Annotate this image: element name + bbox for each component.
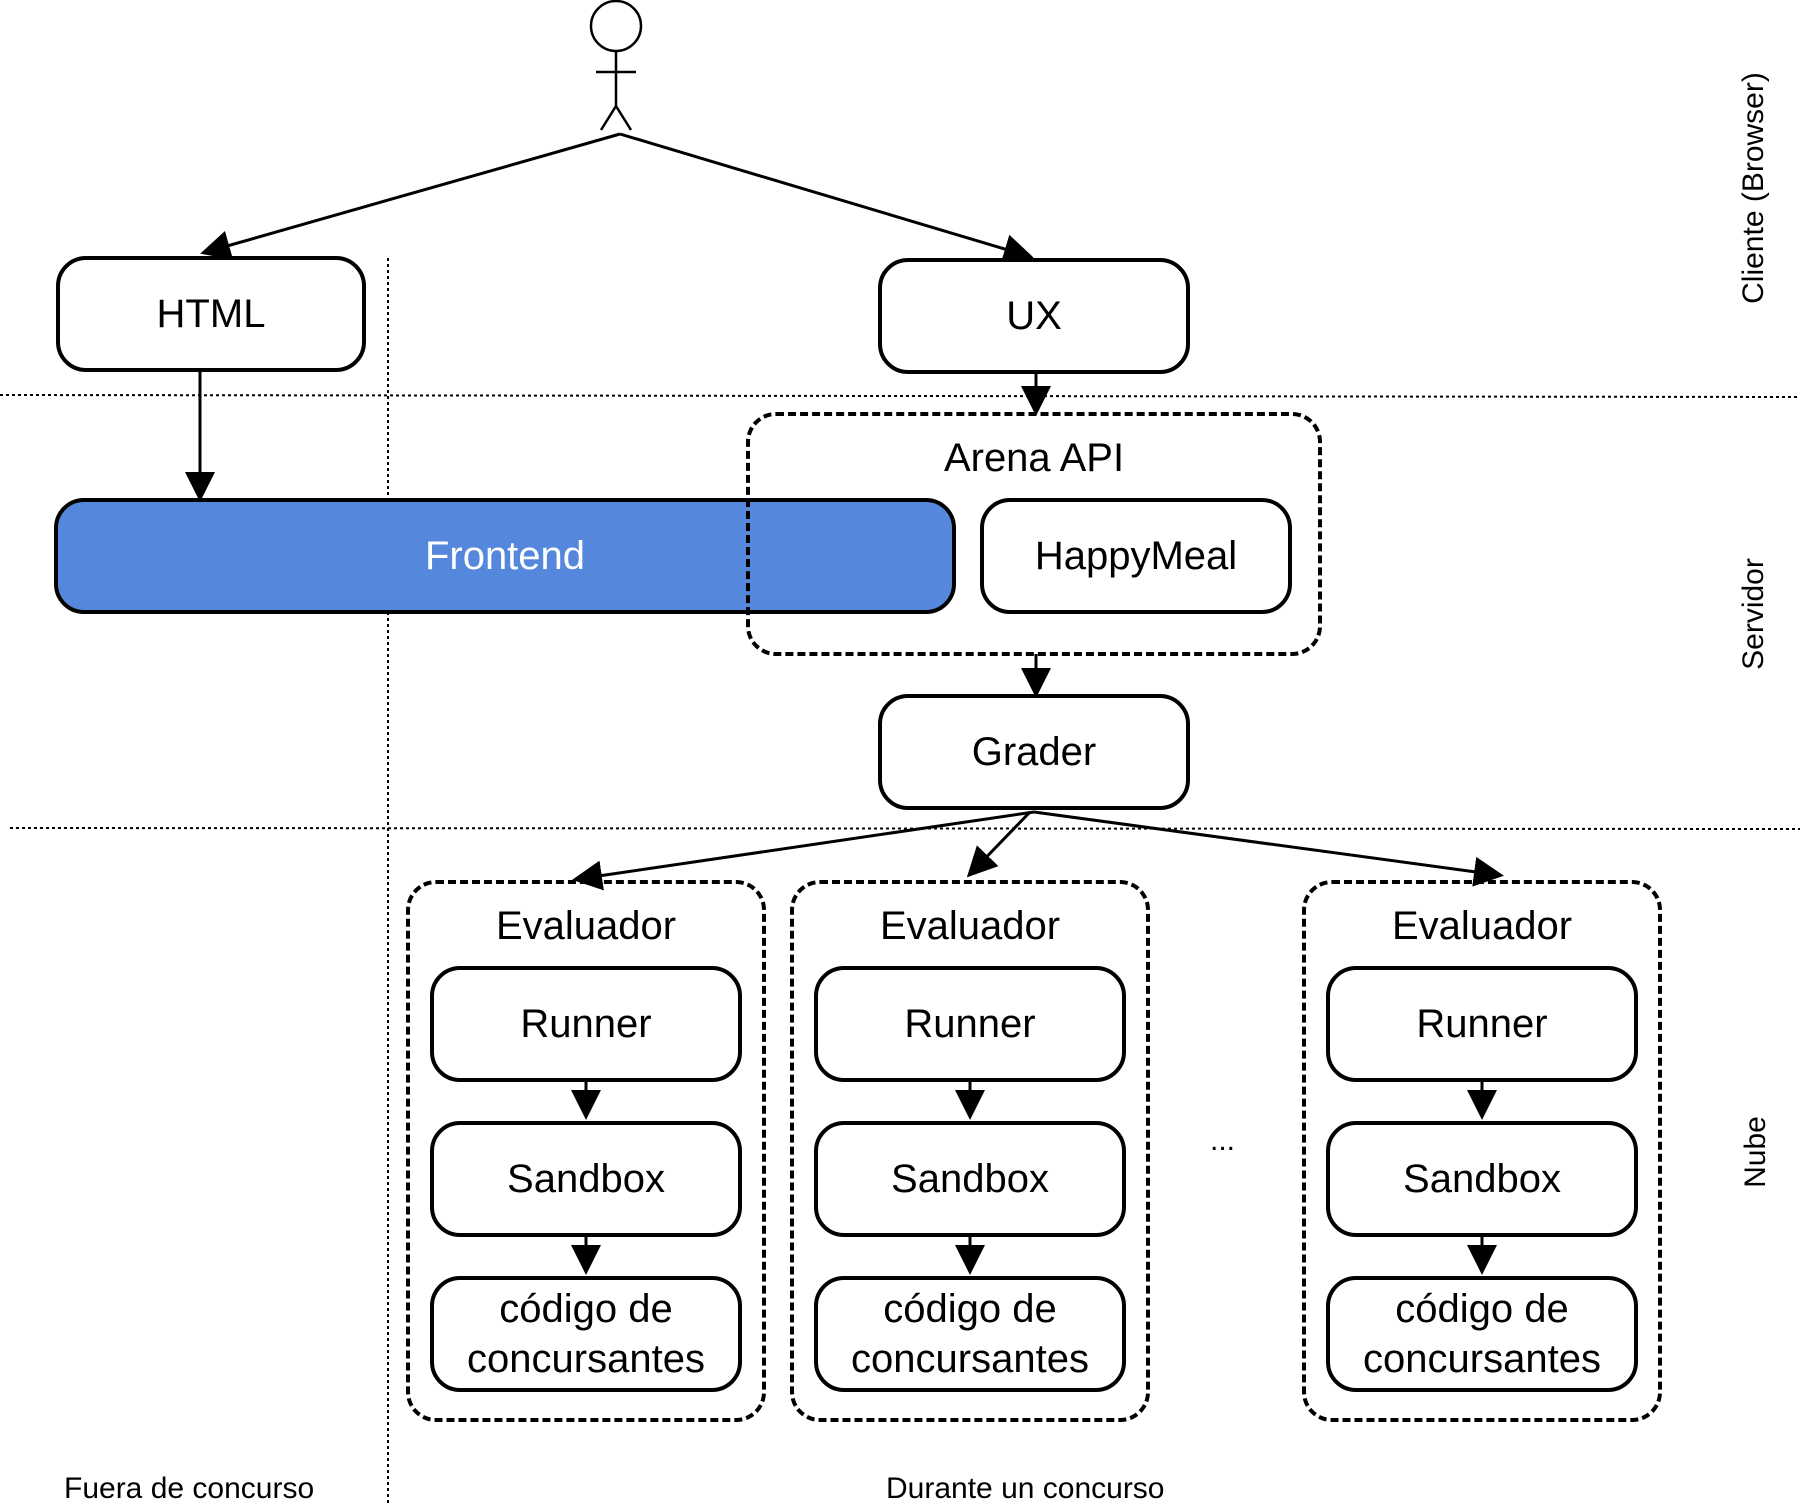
evaluator-title-1: Evaluador: [495, 904, 677, 948]
sandbox-node-2: Sandbox: [814, 1121, 1126, 1237]
arena-api-group: Arena API: [746, 412, 1322, 656]
sandbox-label-1: Sandbox: [507, 1157, 665, 1201]
arrow-grader-eval2: [966, 810, 1032, 878]
arrow-grader-eval3: [1033, 810, 1504, 887]
more-evaluators-ellipsis: ...: [1210, 1124, 1236, 1157]
evaluator-title-3: Evaluador: [1391, 904, 1573, 948]
sandbox-label-2: Sandbox: [891, 1157, 1049, 1201]
arrow-user-html: [200, 132, 621, 260]
happymeal-node-label: HappyMeal: [1034, 534, 1238, 578]
evaluator-group-2: Evaluador: [790, 880, 1150, 1422]
ux-node-label: UX: [1006, 294, 1062, 338]
html-node: HTML: [56, 256, 366, 372]
runner-node-1: Runner: [430, 966, 742, 1082]
code-label-3: código de concursantes: [1363, 1287, 1601, 1381]
arrow-user-ux: [619, 132, 1034, 264]
client-server-divider: [0, 394, 1800, 398]
frontend-node-label: Frontend: [424, 534, 586, 578]
runner-label-2: Runner: [904, 1002, 1036, 1046]
sandbox-node-3: Sandbox: [1326, 1121, 1638, 1237]
arena-api-title: Arena API: [943, 436, 1125, 480]
grader-node-label: Grader: [971, 730, 1097, 774]
arrow-grader-eval1: [572, 810, 1035, 891]
evaluator-group-1: Evaluador: [406, 880, 766, 1422]
user-icon: [589, 0, 643, 131]
code-node-1: código de concursantes: [430, 1276, 742, 1392]
evaluator-group-3: Evaluador: [1302, 880, 1662, 1422]
code-node-2: código de concursantes: [814, 1276, 1126, 1392]
evaluator-title-2: Evaluador: [879, 904, 1061, 948]
code-label-1: código de concursantes: [467, 1287, 705, 1381]
column-label-outside: Fuera de concurso: [64, 1472, 315, 1505]
runner-node-3: Runner: [1326, 966, 1638, 1082]
server-cloud-divider: [9, 827, 1800, 830]
zone-label-client: Cliente (Browser): [1737, 72, 1770, 304]
ux-node: UX: [878, 258, 1190, 374]
zone-label-server: Servidor: [1737, 558, 1770, 670]
sandbox-node-1: Sandbox: [430, 1121, 742, 1237]
column-label-during: Durante un concurso: [886, 1472, 1165, 1505]
frontend-node: Frontend: [54, 498, 956, 614]
grader-node: Grader: [878, 694, 1190, 810]
runner-node-2: Runner: [814, 966, 1126, 1082]
code-label-2: código de concursantes: [851, 1287, 1089, 1381]
happymeal-node: HappyMeal: [980, 498, 1292, 614]
html-node-label: HTML: [156, 292, 266, 336]
runner-label-3: Runner: [1416, 1002, 1548, 1046]
code-node-3: código de concursantes: [1326, 1276, 1638, 1392]
sandbox-label-3: Sandbox: [1403, 1157, 1561, 1201]
zone-label-cloud: Nube: [1739, 1116, 1772, 1188]
runner-label-1: Runner: [520, 1002, 652, 1046]
